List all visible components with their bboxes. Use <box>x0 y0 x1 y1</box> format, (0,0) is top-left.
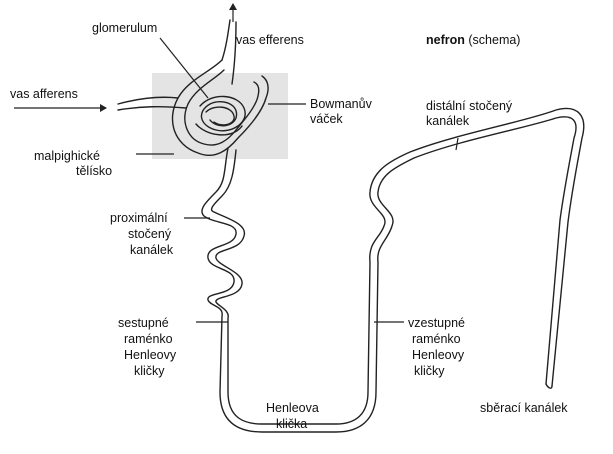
label-malpighi-1: malpighické <box>34 149 100 163</box>
label-proximal-2: stočený <box>128 227 172 241</box>
label-henle-2: klička <box>276 417 307 431</box>
label-descending-1: sestupné <box>118 316 169 330</box>
label-ascending-4: kličky <box>414 364 445 378</box>
label-bowman-2: váček <box>310 112 343 126</box>
label-malpighi-2: tělísko <box>76 164 112 178</box>
collecting-duct-end <box>546 384 552 388</box>
label-proximal-1: proximální <box>110 211 168 225</box>
title: nefron (schema) <box>426 33 520 47</box>
label-descending-4: kličky <box>134 364 165 378</box>
label-distal-2: kanálek <box>426 114 470 128</box>
label-distal-1: distální stočený <box>426 99 513 113</box>
label-henle-1: Henleova <box>266 401 319 415</box>
tubule-outer-wall <box>202 117 576 432</box>
label-ascending-3: Henleovy <box>412 348 465 362</box>
labels: nefron (schema) glomerulum vas efferens … <box>10 21 568 431</box>
label-vas-efferens: vas efferens <box>236 33 304 47</box>
nephron-tubule <box>14 4 584 432</box>
vas-efferens-vessel <box>222 20 230 60</box>
label-ascending-1: vzestupné <box>408 316 465 330</box>
label-glomerulum: glomerulum <box>92 21 157 35</box>
label-vas-afferens: vas afferens <box>10 87 78 101</box>
label-ascending-2: raménko <box>412 332 461 346</box>
label-collecting: sběrací kanálek <box>480 401 568 415</box>
label-bowman-1: Bowmanův <box>310 97 373 111</box>
label-descending-2: raménko <box>124 332 173 346</box>
label-proximal-3: kanálek <box>130 243 174 257</box>
label-descending-3: Henleovy <box>124 348 177 362</box>
